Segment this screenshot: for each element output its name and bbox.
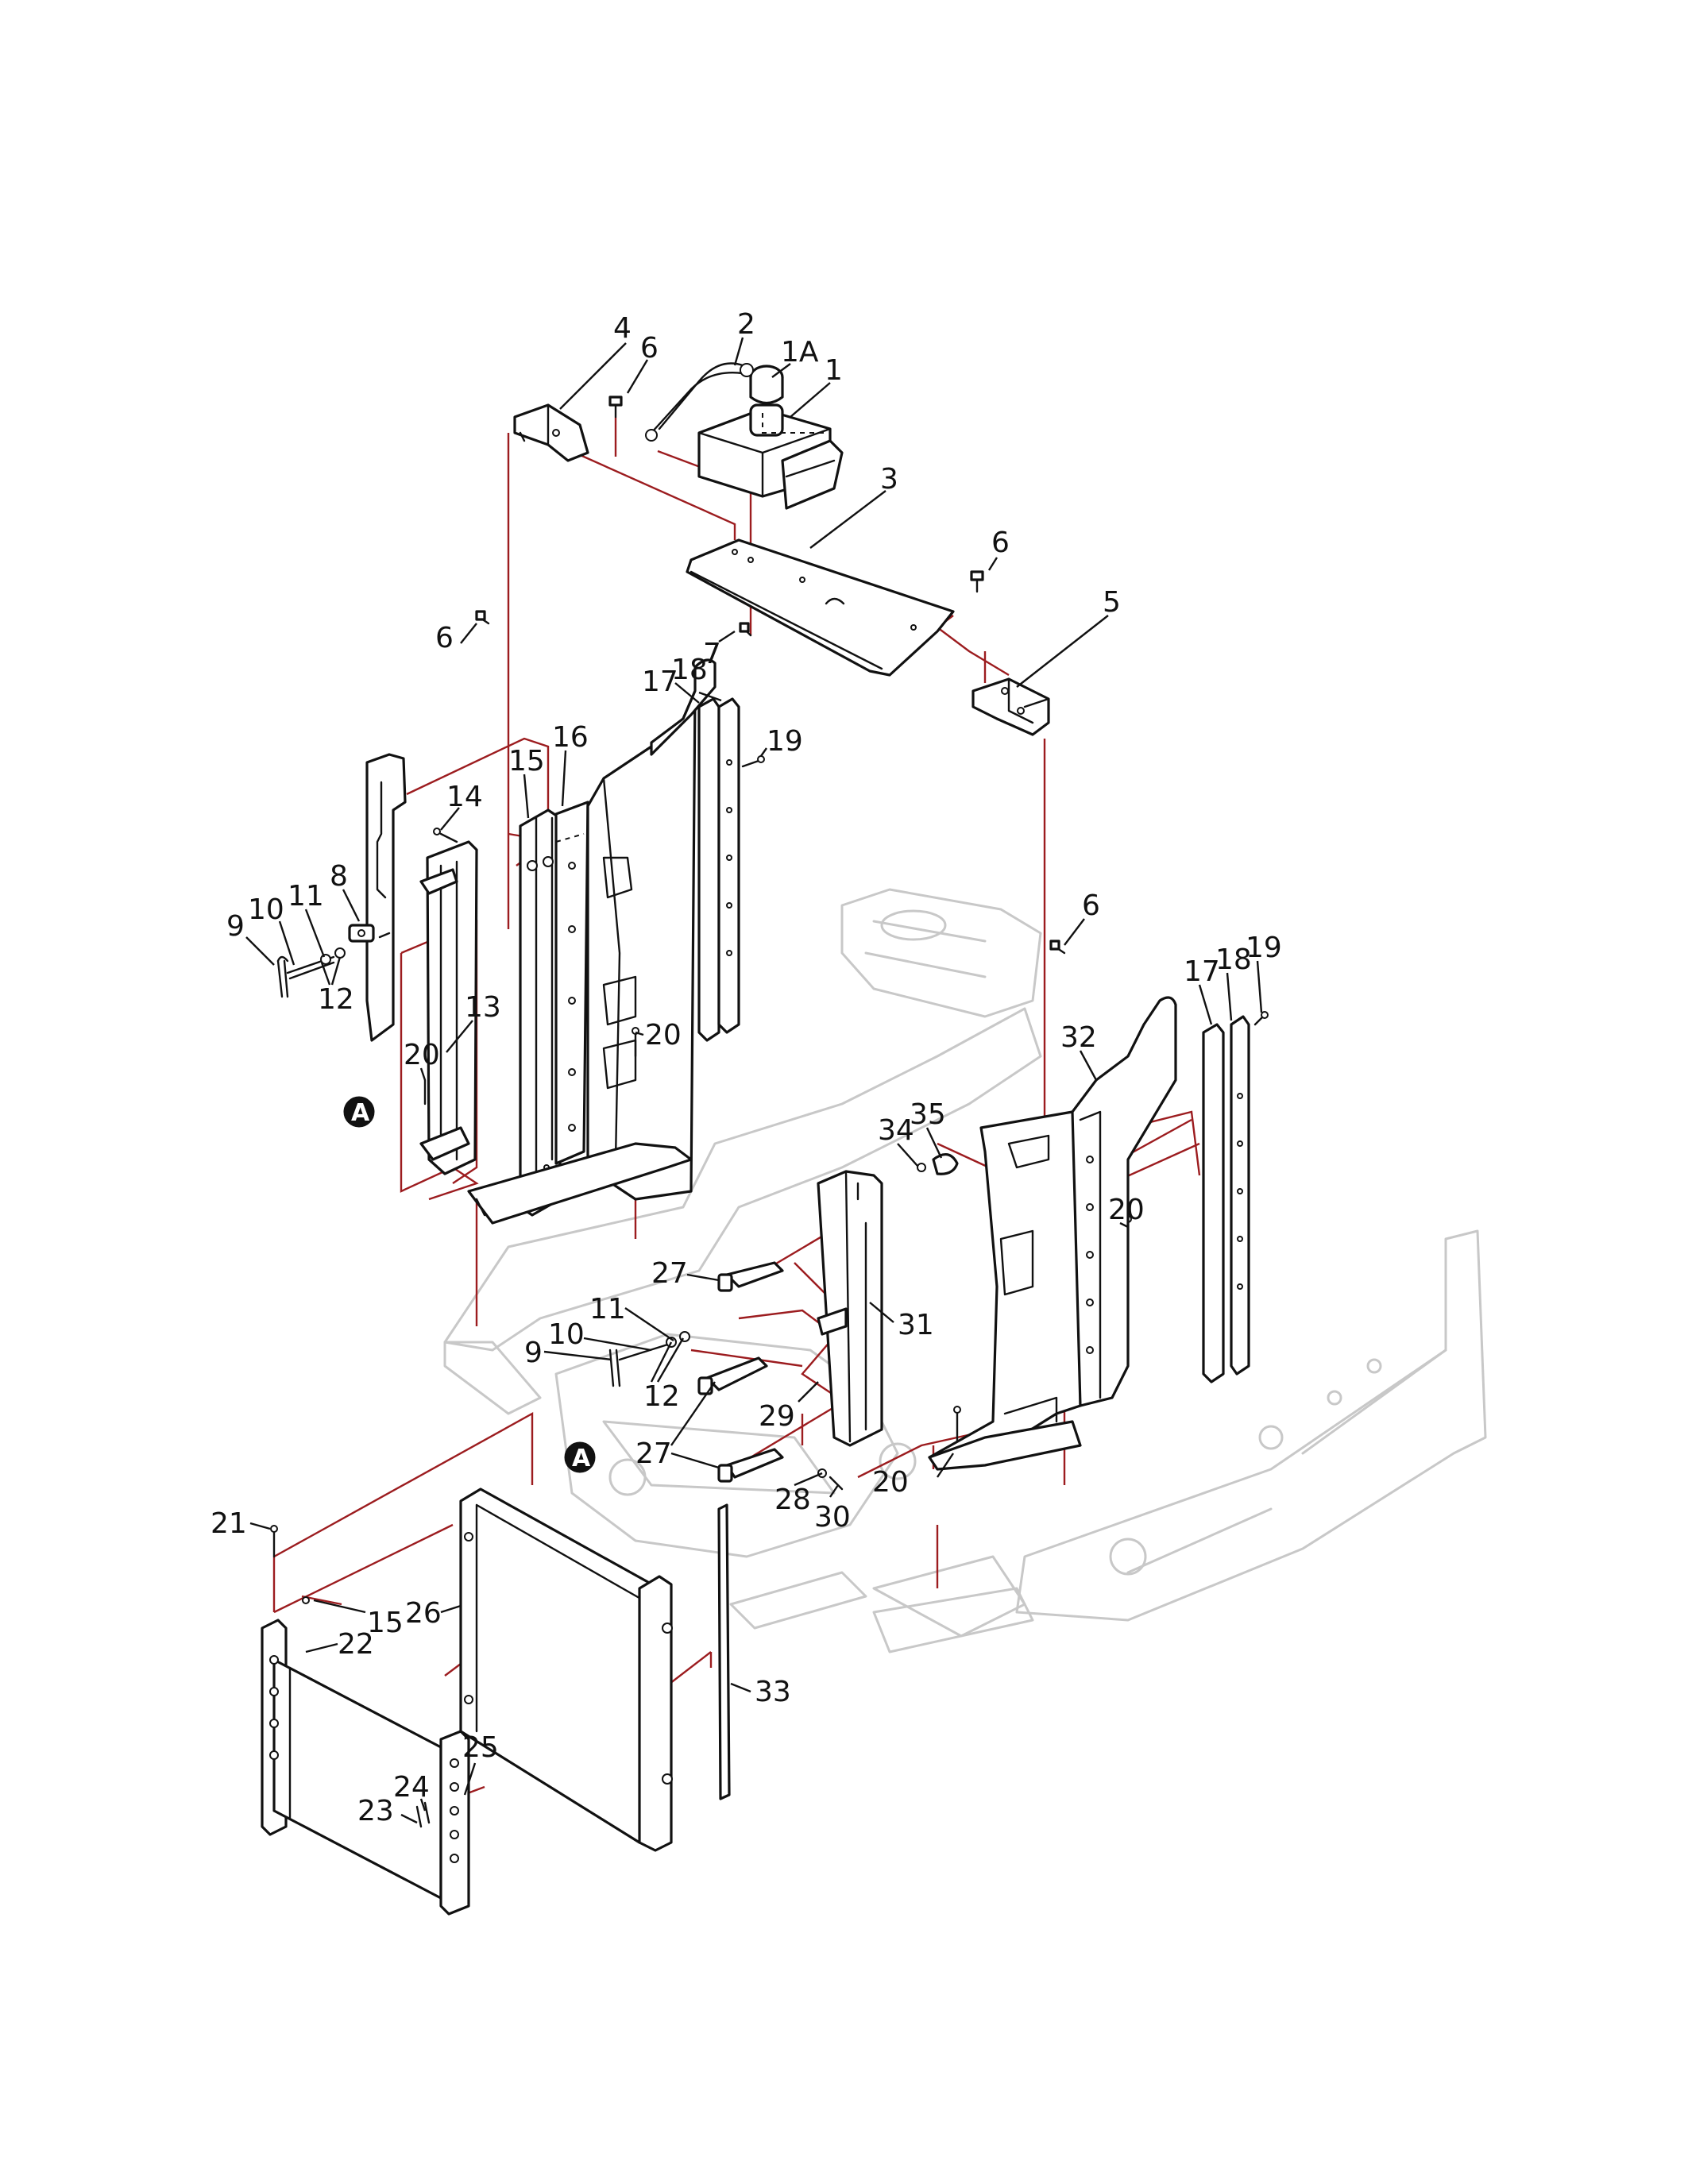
- callout-22: 22: [338, 1628, 374, 1661]
- callout-11: 11: [288, 880, 324, 913]
- right-shroud: [928, 996, 1177, 1471]
- callout-15: 15: [367, 1607, 404, 1639]
- radiator-core: [459, 1488, 673, 1852]
- callout-16: 16: [552, 721, 589, 754]
- callout-19: 19: [1246, 932, 1282, 964]
- bolts-21-15: [270, 1525, 310, 1604]
- callout-1a: 1A: [781, 336, 819, 369]
- hose: [645, 362, 754, 442]
- left-side-panel: [365, 753, 407, 1042]
- callout-13: 13: [465, 991, 501, 1024]
- callout-34: 34: [878, 1114, 914, 1147]
- callout-21: 21: [211, 1507, 247, 1540]
- detail-marker-a-left: A: [343, 1096, 375, 1128]
- oil-cooler: [261, 1619, 470, 1916]
- callout-27: 27: [635, 1437, 672, 1470]
- seal-strip: [717, 1503, 731, 1800]
- screw-19a: [741, 755, 765, 768]
- callout-33: 33: [755, 1676, 791, 1708]
- parts: [261, 362, 1269, 1916]
- reservoir-tank: [697, 365, 844, 510]
- machine-frame-background: [443, 888, 1487, 1653]
- leader-lines: [245, 337, 1263, 1824]
- callout-9: 9: [524, 1337, 543, 1369]
- callout-4: 4: [613, 312, 632, 345]
- callout-14: 14: [446, 781, 483, 813]
- callout-7: 7: [703, 638, 721, 670]
- callout-30: 30: [814, 1501, 851, 1534]
- callout-20: 20: [404, 1039, 440, 1071]
- callout-28: 28: [774, 1484, 811, 1516]
- callout-6: 6: [991, 527, 1010, 559]
- parts-34-35: [917, 1153, 959, 1175]
- top-plate: [686, 538, 955, 677]
- callout-20: 20: [872, 1466, 909, 1499]
- middle-shroud-panel: [817, 1170, 883, 1447]
- left-corner-bracket: [513, 403, 589, 462]
- middle-latches: [608, 1261, 844, 1491]
- callout-25: 25: [462, 1731, 499, 1764]
- callout-labels: 4 6 2 1A 1 3 6 5 6 7 17 18 19 15 16 14 8…: [211, 308, 1282, 1827]
- callout-3: 3: [880, 463, 898, 496]
- callout-6: 6: [1082, 889, 1100, 922]
- callout-23: 23: [357, 1795, 394, 1827]
- callout-20: 20: [1108, 1194, 1145, 1226]
- callout-17: 17: [642, 666, 678, 698]
- callout-19: 19: [767, 725, 803, 758]
- callout-35: 35: [910, 1098, 946, 1131]
- callout-29: 29: [759, 1400, 795, 1433]
- callout-15: 15: [508, 745, 545, 778]
- callout-5: 5: [1103, 586, 1121, 619]
- callout-6: 6: [640, 332, 659, 365]
- right-corner-bracket: [971, 677, 1050, 736]
- left-gaskets: [697, 697, 740, 1042]
- detail-marker-a-text: A: [572, 1445, 591, 1472]
- left-latch: [276, 924, 375, 998]
- callout-18: 18: [671, 654, 708, 686]
- callout-11: 11: [589, 1293, 626, 1325]
- callout-31: 31: [898, 1309, 934, 1341]
- callout-32: 32: [1060, 1021, 1097, 1054]
- screw-14: [433, 828, 458, 843]
- bolts: [475, 396, 1066, 955]
- callout-1: 1: [825, 354, 843, 387]
- callout-18: 18: [1215, 943, 1252, 976]
- callout-6: 6: [435, 622, 454, 654]
- callout-12: 12: [318, 983, 354, 1016]
- right-gaskets: [1202, 1011, 1269, 1383]
- callout-26: 26: [405, 1597, 442, 1630]
- left-shroud: [467, 658, 717, 1225]
- callout-12: 12: [643, 1380, 680, 1413]
- vertical-channel: [419, 840, 478, 1175]
- callout-20: 20: [645, 1019, 682, 1051]
- callout-2: 2: [737, 308, 755, 341]
- callout-27: 27: [651, 1257, 688, 1290]
- detail-marker-a-bottom: A: [564, 1441, 596, 1473]
- callout-24: 24: [393, 1771, 430, 1804]
- callout-10: 10: [248, 893, 284, 926]
- callout-10: 10: [548, 1318, 585, 1351]
- callout-17: 17: [1184, 955, 1220, 988]
- callout-9: 9: [226, 910, 245, 943]
- callout-8: 8: [330, 860, 348, 893]
- detail-marker-a-text: A: [351, 1099, 370, 1127]
